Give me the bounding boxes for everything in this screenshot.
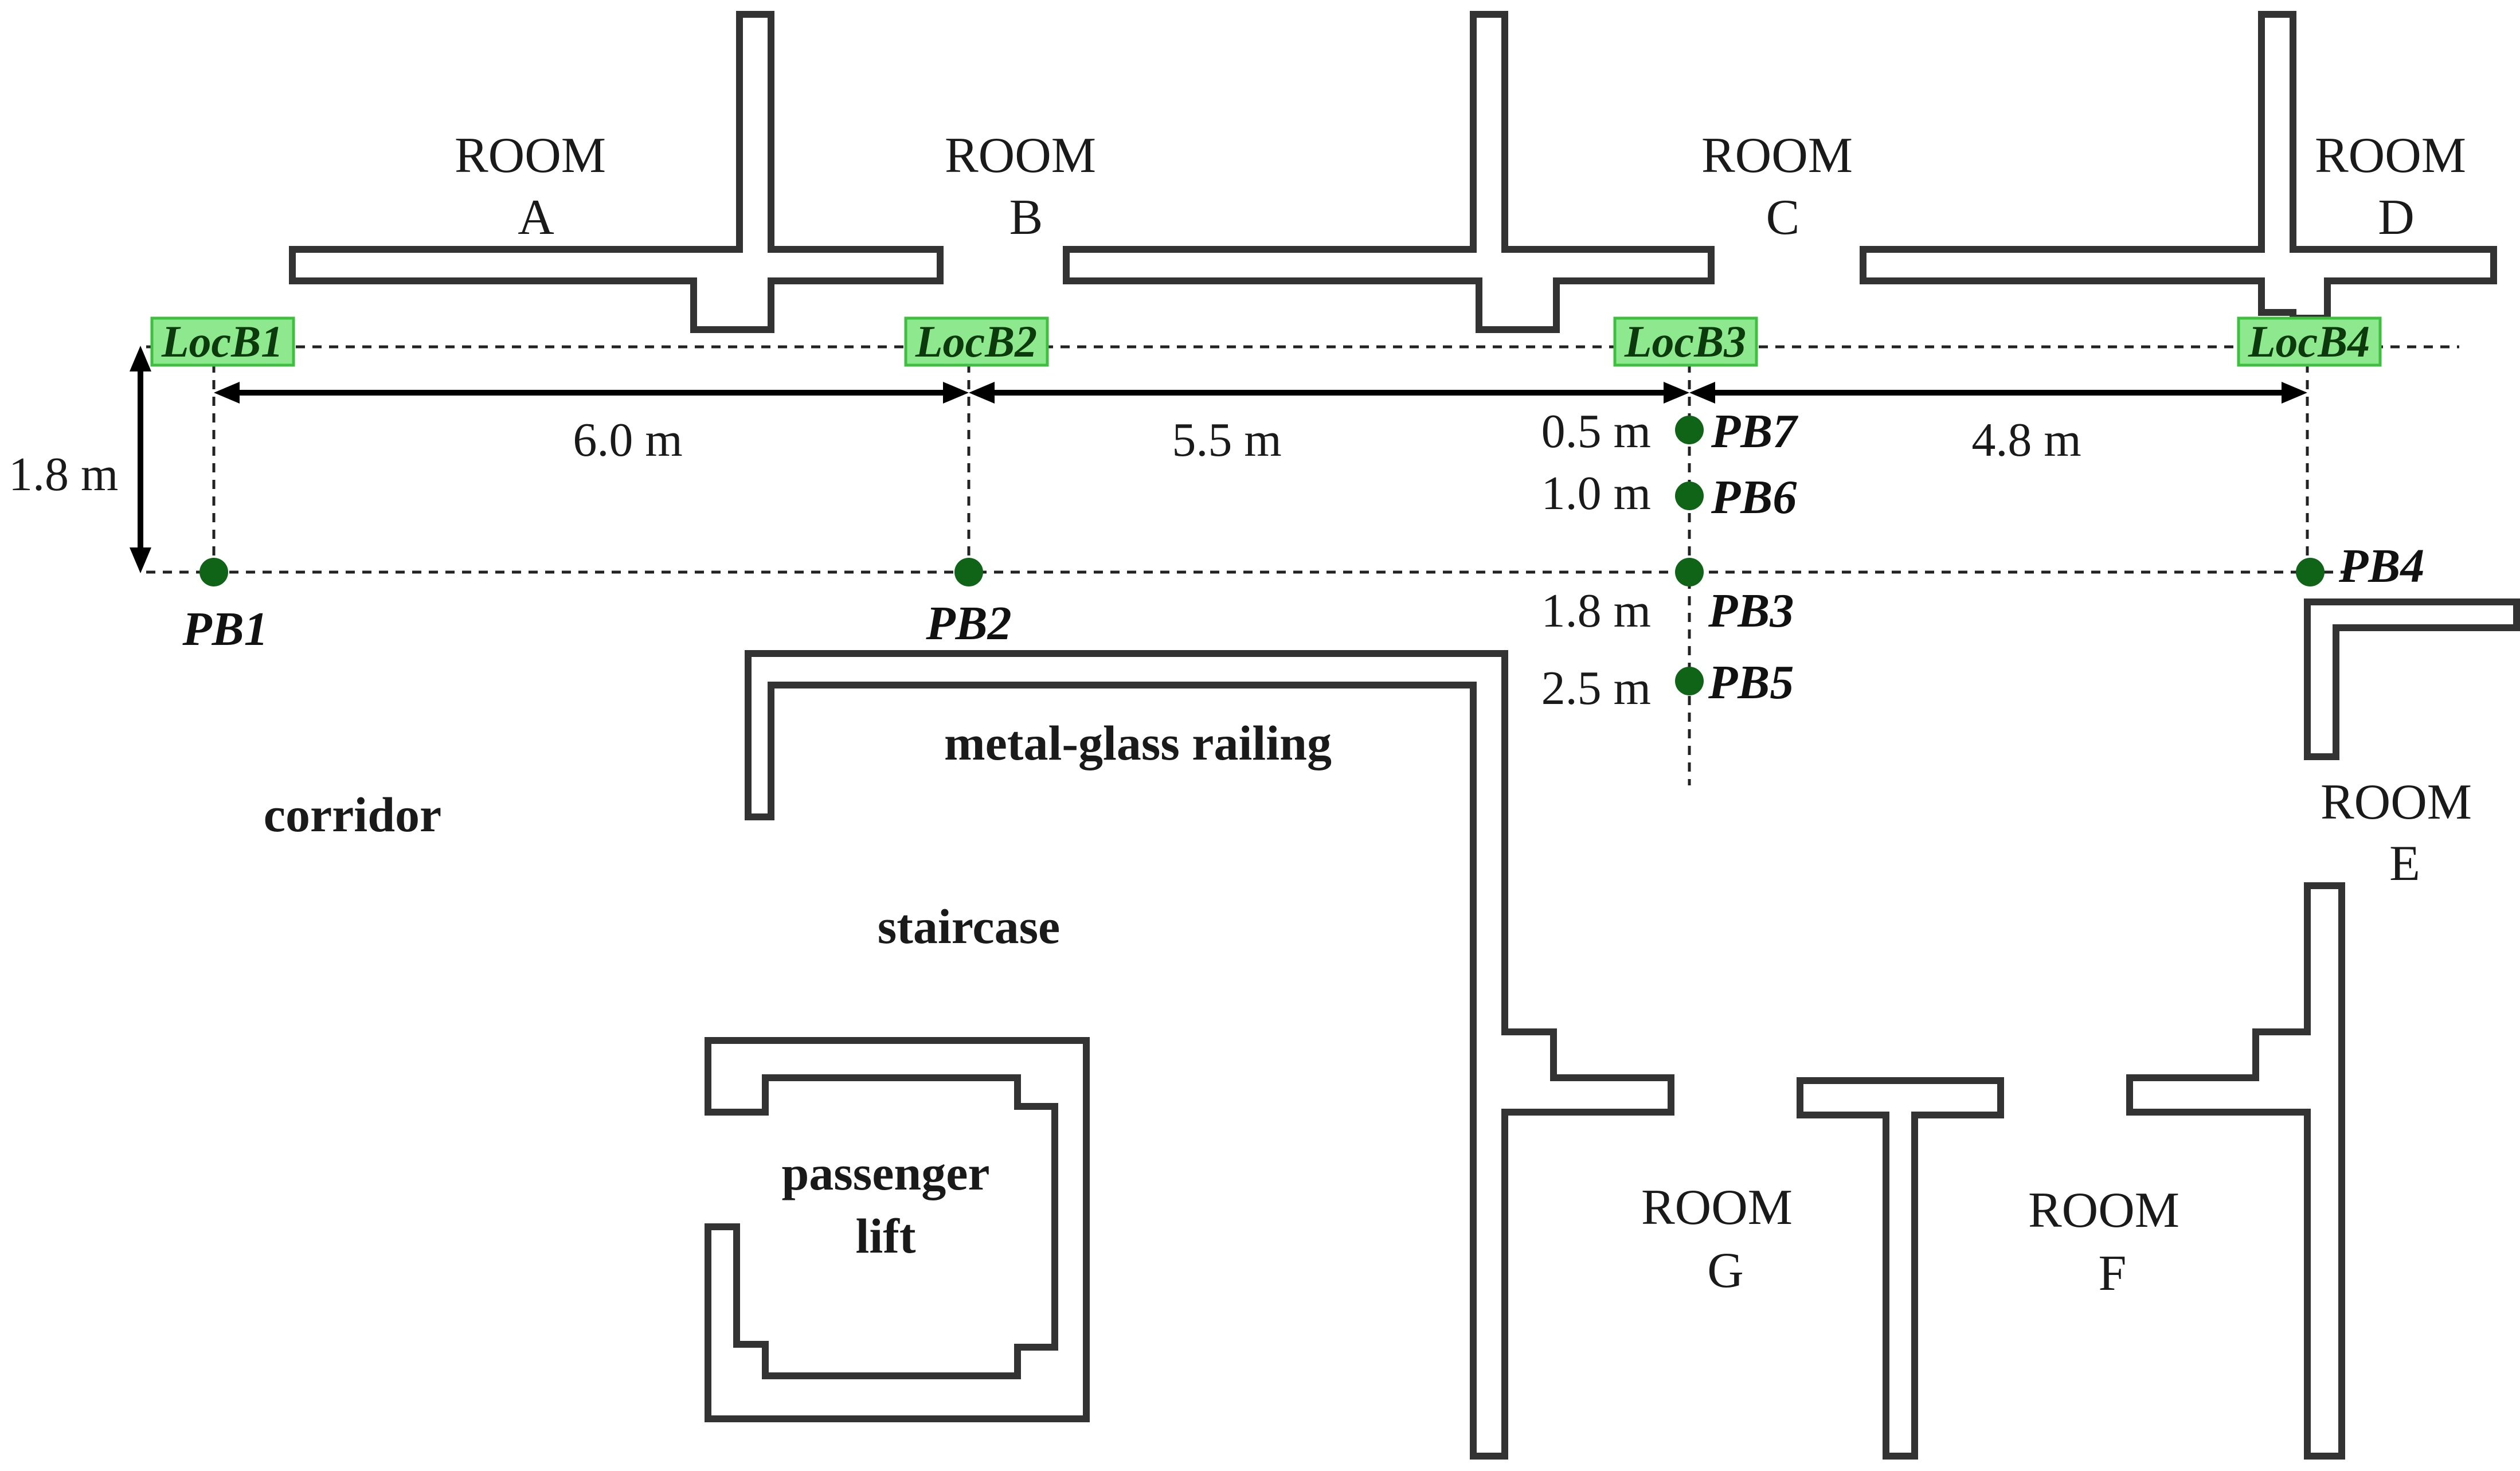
- location-label: LocB4: [2248, 316, 2370, 366]
- arrowhead: [214, 382, 240, 404]
- corridor-label: corridor: [264, 787, 441, 842]
- distance-b1-b2-label: 6.0 m: [573, 413, 682, 467]
- wall-room-f-g: [1797, 1077, 2004, 1460]
- room-a-label-1: ROOM: [455, 128, 606, 183]
- room-b-label-1: ROOM: [945, 128, 1096, 183]
- location-box: [904, 316, 1049, 367]
- arrowhead: [969, 382, 995, 404]
- point-pb7-label: PB7: [1711, 405, 1798, 458]
- staircase-label: staircase: [878, 899, 1060, 954]
- distance-b2-b3-label: 5.5 m: [1172, 413, 1281, 467]
- lift-label-2: lift: [855, 1208, 915, 1263]
- arrowhead: [2282, 382, 2307, 404]
- walls: [289, 11, 2520, 1460]
- arrowhead: [943, 382, 969, 404]
- location-locb3: LocB3: [1613, 316, 1758, 367]
- room-g-label-1: ROOM: [1641, 1180, 1793, 1235]
- location-locb2: LocB2: [904, 316, 1049, 367]
- point-pb3-dot: [1675, 558, 1704, 586]
- room-f-label-2: F: [2099, 1246, 2127, 1301]
- room-e-label-1: ROOM: [2321, 774, 2472, 830]
- pb6-offset-label: 1.0 m: [1541, 467, 1651, 520]
- railing-wall: [745, 650, 1674, 1460]
- dimension-arrows: [130, 346, 2307, 573]
- point-pb5-label: PB5: [1708, 656, 1794, 709]
- room-g-label-2: G: [1707, 1243, 1744, 1298]
- point-pb2-dot: [954, 558, 983, 586]
- wall-room-e-lower: [2126, 882, 2345, 1460]
- location-box: [1613, 316, 1758, 367]
- pb3-offset-label: 1.8 m: [1541, 584, 1651, 637]
- room-c-label-1: ROOM: [1701, 128, 1853, 183]
- lift-wall: [705, 1037, 1090, 1422]
- location-label: LocB2: [915, 316, 1037, 366]
- arrowhead-down: [130, 547, 151, 573]
- point-pb5-dot: [1675, 667, 1704, 695]
- point-pb6-dot: [1675, 482, 1704, 510]
- location-locb1: LocB1: [150, 316, 295, 367]
- wall-room-a: [289, 11, 944, 333]
- distance-b3-b4-label: 4.8 m: [1971, 413, 2081, 467]
- location-box: [2237, 316, 2382, 367]
- room-b-label-2: B: [1009, 190, 1043, 245]
- arrowhead-up: [130, 346, 151, 371]
- wall-room-c: [1063, 11, 1715, 333]
- room-f-label-1: ROOM: [2028, 1183, 2179, 1238]
- point-pb6-label: PB6: [1711, 471, 1797, 524]
- point-pb4-label: PB4: [2338, 539, 2424, 593]
- room-c-label-2: C: [1766, 190, 1800, 245]
- area-labels: corridor staircase metal-glass railing p…: [264, 715, 1332, 1263]
- distance-labels: 1.8 m 6.0 m 5.5 m 4.8 m 0.5 m 1.0 m 1.8 …: [9, 405, 2081, 715]
- room-e-label-2: E: [2389, 836, 2420, 891]
- pb7-offset-label: 0.5 m: [1541, 405, 1651, 458]
- wall-room-e-upper: [2304, 598, 2520, 760]
- location-box: [150, 316, 295, 367]
- arrowhead: [1664, 382, 1689, 404]
- point-pb7-dot: [1675, 416, 1704, 444]
- corridor-width-label: 1.8 m: [9, 448, 118, 501]
- location-label: LocB3: [1624, 316, 1746, 366]
- railing-label: metal-glass railing: [944, 715, 1332, 770]
- location-locb4: LocB4: [2237, 316, 2382, 367]
- room-d-label-1: ROOM: [2315, 128, 2466, 183]
- pb5-offset-label: 2.5 m: [1541, 662, 1651, 715]
- point-pb3-label: PB3: [1708, 584, 1794, 637]
- measurement-points: PB1 PB2 PB3 PB4 PB5 PB6 PB7: [182, 405, 2424, 709]
- room-d-label-2: D: [2378, 190, 2415, 245]
- lift-label-1: passenger: [781, 1145, 989, 1200]
- point-pb2-label: PB2: [925, 597, 1011, 650]
- location-markers: LocB1 LocB2 LocB3 LocB4: [150, 316, 2382, 367]
- location-label: LocB1: [161, 316, 283, 366]
- point-pb1-label: PB1: [182, 603, 268, 656]
- room-labels: ROOM A ROOM B ROOM C ROOM D ROOM E ROOM …: [455, 128, 2472, 1301]
- room-a-label-2: A: [518, 190, 554, 245]
- arrowhead: [1689, 382, 1715, 404]
- point-pb1-dot: [199, 558, 228, 586]
- point-pb4-dot: [2296, 558, 2325, 586]
